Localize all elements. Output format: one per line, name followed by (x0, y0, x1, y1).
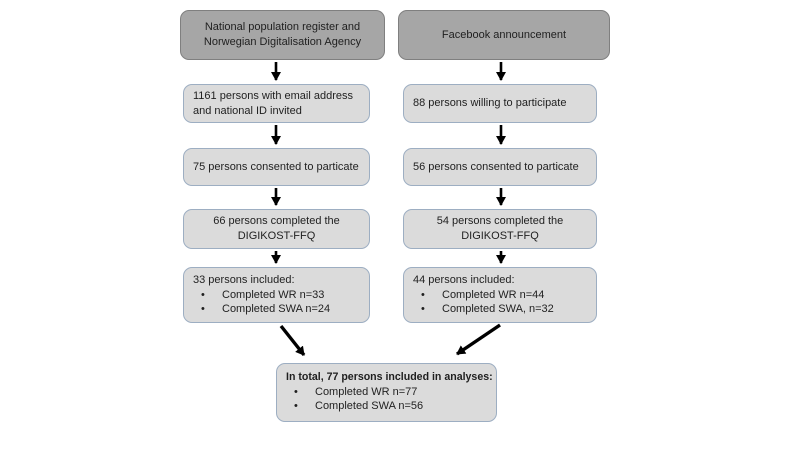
step-box-consented-left: 75 persons consented to particate (183, 148, 370, 186)
step-box-willing: 88 persons willing to participate (403, 84, 597, 123)
source-box-facebook-label: Facebook announcement (441, 28, 567, 41)
source-box-facebook: Facebook announcement (398, 10, 610, 60)
included-box-left: 33 persons included: • Completed WR n=33… (183, 267, 370, 323)
list-item: • Completed SWA, n=32 (413, 302, 587, 317)
list-item: • Completed WR n=77 (286, 385, 487, 400)
arrow-right-included-to-total (456, 323, 501, 356)
included-right-bullet-wr: Completed WR n=44 (442, 288, 545, 301)
bullet-icon: • (294, 400, 298, 413)
bullet-icon: • (201, 288, 205, 301)
included-left-bullet-swa: Completed SWA n=24 (222, 303, 331, 316)
total-bullet-wr: Completed WR n=77 (315, 385, 418, 398)
source-box-population-register-label: National population register and Norwegi… (203, 21, 362, 48)
included-right-bullet-swa: Completed SWA, n=32 (442, 303, 554, 316)
list-item: • Completed SWA n=56 (286, 399, 487, 414)
step-box-consented-right: 56 persons consented to particate (403, 148, 597, 186)
bullet-icon: • (294, 385, 298, 398)
step-box-ffq-right-label: 54 persons completed the DIGIKOST-FFQ (436, 215, 564, 242)
arrow-left-included-to-total (279, 324, 306, 357)
bullet-icon: • (421, 288, 425, 301)
total-box: In total, 77 persons included in analyse… (276, 363, 497, 422)
step-box-willing-label: 88 persons willing to participate (413, 97, 567, 110)
included-box-right-heading: 44 persons included: (413, 274, 515, 286)
total-bullet-swa: Completed SWA n=56 (315, 400, 424, 413)
step-box-ffq-left: 66 persons completed the DIGIKOST-FFQ (183, 209, 370, 249)
list-item: • Completed WR n=33 (193, 288, 360, 303)
list-item: • Completed WR n=44 (413, 288, 587, 303)
source-box-population-register: National population register and Norwegi… (180, 10, 385, 60)
included-box-right: 44 persons included: • Completed WR n=44… (403, 267, 597, 323)
step-box-invited: 1161 persons with email address and nati… (183, 84, 370, 123)
step-box-ffq-left-label: 66 persons completed the DIGIKOST-FFQ (213, 215, 340, 242)
step-box-consented-right-label: 56 persons consented to particate (413, 160, 579, 173)
step-box-invited-label: 1161 persons with email address and nati… (193, 89, 353, 117)
bullet-icon: • (421, 303, 425, 316)
bullet-icon: • (201, 303, 205, 316)
included-box-left-heading: 33 persons included: (193, 274, 295, 286)
included-left-bullet-wr: Completed WR n=33 (222, 288, 325, 301)
step-box-consented-left-label: 75 persons consented to particate (193, 160, 359, 173)
total-box-heading: In total, 77 persons included in analyse… (286, 371, 493, 383)
step-box-ffq-right: 54 persons completed the DIGIKOST-FFQ (403, 209, 597, 249)
list-item: • Completed SWA n=24 (193, 302, 360, 317)
